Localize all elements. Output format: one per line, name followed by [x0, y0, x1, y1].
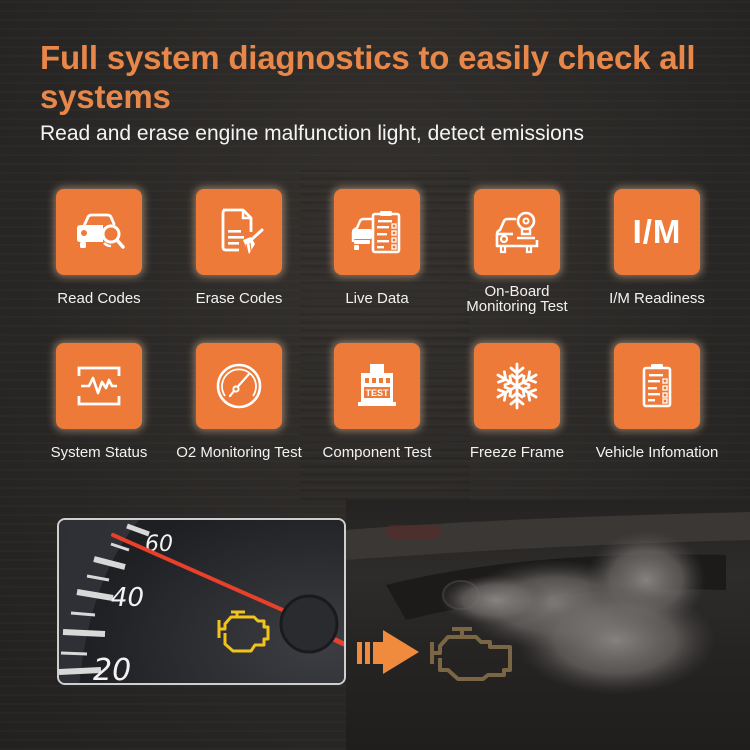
feature-grid: Read Codes Erase Codes — [24, 189, 732, 460]
feature-system-status: System Status — [24, 343, 174, 460]
tile-live-data — [334, 189, 420, 275]
exhaust-smoke-scene — [346, 500, 750, 750]
im-text-icon: I/M — [632, 213, 682, 250]
feature-im-readiness: I/M I/M Readiness — [582, 189, 732, 306]
feature-label-line1: On-Board — [484, 283, 550, 300]
tile-freeze-frame — [474, 343, 560, 429]
tile-read-codes — [56, 189, 142, 275]
tile-vehicle-information — [614, 343, 700, 429]
feature-label: Component Test — [322, 444, 432, 461]
speed-label-40: 40 — [111, 583, 144, 613]
speed-label-20: 20 — [93, 653, 131, 685]
test-building-icon: TEST — [358, 364, 396, 406]
speedometer-panel: 60 40 20 — [57, 518, 346, 685]
feature-label: System Status — [50, 444, 148, 461]
test-label: TEST — [365, 388, 389, 398]
feature-component-test: TEST Component Test — [302, 343, 452, 460]
feature-label: O2 Monitoring Test — [176, 444, 302, 461]
page-subtitle: Read and erase engine malfunction light,… — [40, 122, 584, 145]
feature-label: Read Codes — [57, 290, 141, 307]
document-broom-icon — [221, 208, 264, 254]
feature-read-codes: Read Codes — [24, 189, 174, 306]
snowflake-icon — [496, 362, 538, 410]
feature-label-line2: Monitoring Test — [466, 298, 568, 315]
tile-onboard-monitoring — [474, 189, 560, 275]
tile-component-test: TEST — [334, 343, 420, 429]
tile-system-status — [56, 343, 142, 429]
needle-hub — [279, 594, 339, 654]
page-title: Full system diagnostics to easily check … — [40, 39, 696, 115]
feature-erase-codes: Erase Codes — [164, 189, 314, 306]
arrow-right-icon — [357, 630, 419, 674]
feature-o2-monitoring: O2 Monitoring Test — [164, 343, 314, 460]
feature-label: Freeze Frame — [469, 444, 565, 461]
feature-live-data: Live Data — [302, 189, 452, 306]
feature-freeze-frame: Freeze Frame — [442, 343, 592, 460]
check-engine-icon — [217, 610, 270, 653]
tile-im-readiness: I/M — [614, 189, 700, 275]
feature-label: Erase Codes — [195, 290, 283, 307]
feature-vehicle-information: Vehicle Infomation — [582, 343, 732, 460]
waveform-icon — [77, 366, 121, 406]
speedometer-illustration: 60 40 20 — [59, 520, 344, 685]
feature-onboard-monitoring: On-Board Monitoring Test — [442, 189, 592, 314]
gauge-icon — [216, 363, 262, 409]
car-clipboard-icon — [351, 211, 401, 254]
speed-needle — [111, 533, 296, 617]
exhaust-smoke-illustration — [346, 512, 750, 695]
car-sensor-icon — [495, 211, 539, 254]
tile-erase-codes — [196, 189, 282, 275]
feature-label: I/M Readiness — [609, 290, 705, 307]
feature-label: Live Data — [345, 290, 409, 307]
tile-o2-monitoring — [196, 343, 282, 429]
feature-label: On-Board Monitoring Test — [466, 284, 567, 314]
clipboard-checklist-icon — [642, 364, 672, 408]
car-search-icon — [77, 213, 125, 249]
feature-label: Vehicle Infomation — [595, 444, 719, 461]
check-engine-dim-icon — [430, 627, 512, 681]
